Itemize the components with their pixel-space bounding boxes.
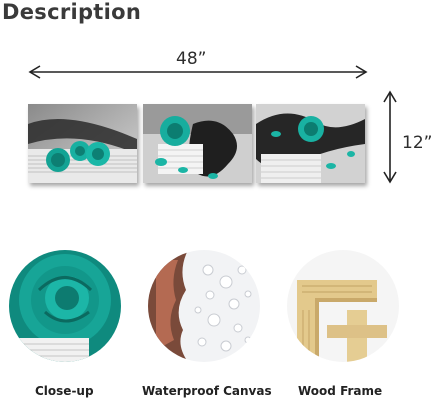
wood-frame-image bbox=[287, 250, 399, 362]
feature-caption-wood-frame: Wood Frame bbox=[298, 384, 383, 398]
section-heading: Description bbox=[2, 0, 142, 24]
width-arrow-left-head bbox=[28, 65, 41, 79]
height-dimension-label: 12” bbox=[402, 133, 432, 153]
height-arrow-top-head bbox=[383, 90, 397, 103]
closeup-rose-image bbox=[9, 250, 121, 362]
width-dimension-label: 48” bbox=[176, 49, 207, 69]
waterproof-canvas-image bbox=[148, 250, 260, 362]
canvas-panel-left bbox=[28, 104, 137, 183]
feature-caption-waterproof: Waterproof Canvas bbox=[142, 384, 272, 398]
canvas-panel-right bbox=[256, 104, 365, 183]
feature-caption-closeup: Close-up bbox=[35, 384, 94, 398]
teal-rose-cluster bbox=[46, 141, 110, 172]
height-arrow-bottom-head bbox=[383, 171, 397, 184]
width-arrow-right-head bbox=[355, 65, 368, 79]
canvas-panel-middle bbox=[143, 104, 252, 183]
